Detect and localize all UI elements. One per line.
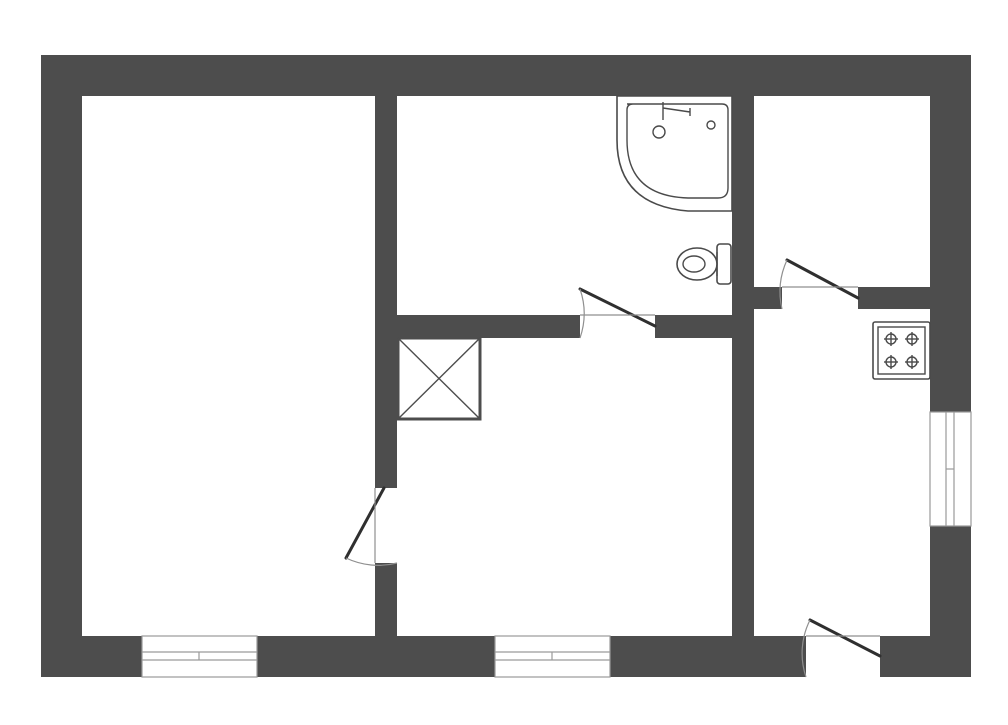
toilet-icon [676,243,732,285]
door-living-room [344,486,398,566]
wall-living-hall-upper [375,96,397,488]
wall-bath-hall-left [375,315,580,338]
wall-bath-storage [732,96,754,636]
wall-storage-kitchen-right [858,287,971,309]
burner-top-right [905,332,919,346]
wall-left [41,55,82,677]
ventilation-shaft-icon [396,336,482,421]
window-kitchen [929,411,972,527]
wall-bottom-left [41,636,142,677]
gas-stove-icon [872,321,931,380]
outer-walls [41,55,971,677]
window-living-room [141,635,258,678]
wall-storage-kitchen-left [732,287,782,309]
windows [141,411,972,678]
wall-living-hall-lower [375,563,397,636]
burner-bottom-right [905,355,919,369]
shower-tray-icon [616,95,733,212]
door-bathroom [578,287,657,339]
doors [344,258,882,678]
burner-bottom-left [884,355,898,369]
door-entrance [801,618,882,678]
wall-bath-hall-right [655,315,753,338]
door-storage [779,258,860,310]
wall-bottom-mid-b [610,636,806,677]
burner-top-left [884,332,898,346]
wall-right-upper [930,55,971,412]
window-hallway-room [494,635,611,678]
inner-walls [375,96,971,636]
wall-top [41,55,971,96]
wall-bottom-mid-a [257,636,495,677]
wall-bottom-right [880,636,971,677]
